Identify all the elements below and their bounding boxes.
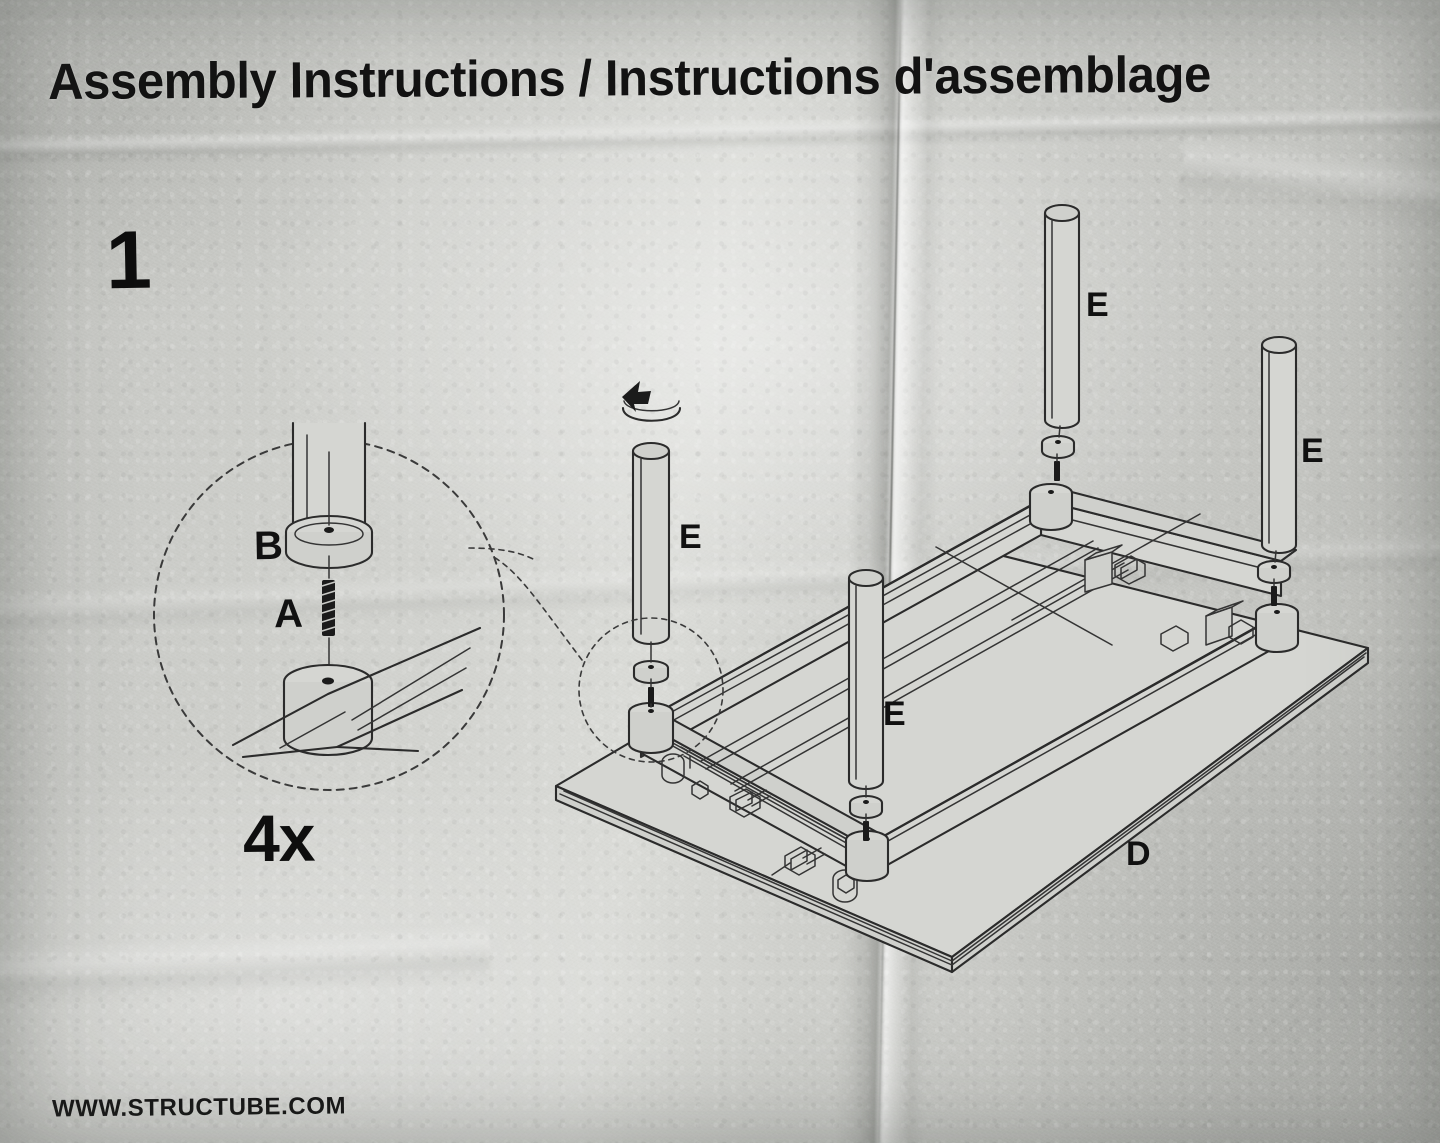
frame-hardware-fittings xyxy=(661,555,1254,903)
detail-circle xyxy=(153,421,505,791)
part-label-E-back-left: E xyxy=(1086,286,1109,324)
part-label-A: A xyxy=(273,591,304,637)
socket-front-right xyxy=(844,829,890,883)
part-label-E-front-right: E xyxy=(883,695,906,733)
rotate-arrow-icon xyxy=(621,381,682,422)
leg-sockets xyxy=(627,482,1300,883)
table-frame xyxy=(639,487,1298,903)
leg-E-back-left xyxy=(1040,203,1081,481)
leg-E-front-left xyxy=(631,441,671,708)
leg-E-back-right xyxy=(1256,335,1298,606)
leg-E-front-right xyxy=(847,568,885,841)
footer-url: WWW.STRUCTUBE.COM xyxy=(51,1092,347,1123)
socket-front-left xyxy=(627,701,675,755)
table-top-D xyxy=(554,544,1370,974)
quantity-label: 4x xyxy=(242,800,315,876)
part-label-E-front-left: E xyxy=(679,518,702,556)
page-title: Assembly Instructions / Instructions d'a… xyxy=(48,45,1212,110)
socket-back-right xyxy=(1254,602,1300,654)
part-label-E-back-right: E xyxy=(1301,432,1324,470)
detail-leader xyxy=(468,547,724,763)
part-label-D-tabletop: D xyxy=(1126,835,1151,873)
step-number: 1 xyxy=(105,214,153,307)
part-label-B: B xyxy=(253,523,284,569)
socket-back-left xyxy=(1028,482,1074,532)
